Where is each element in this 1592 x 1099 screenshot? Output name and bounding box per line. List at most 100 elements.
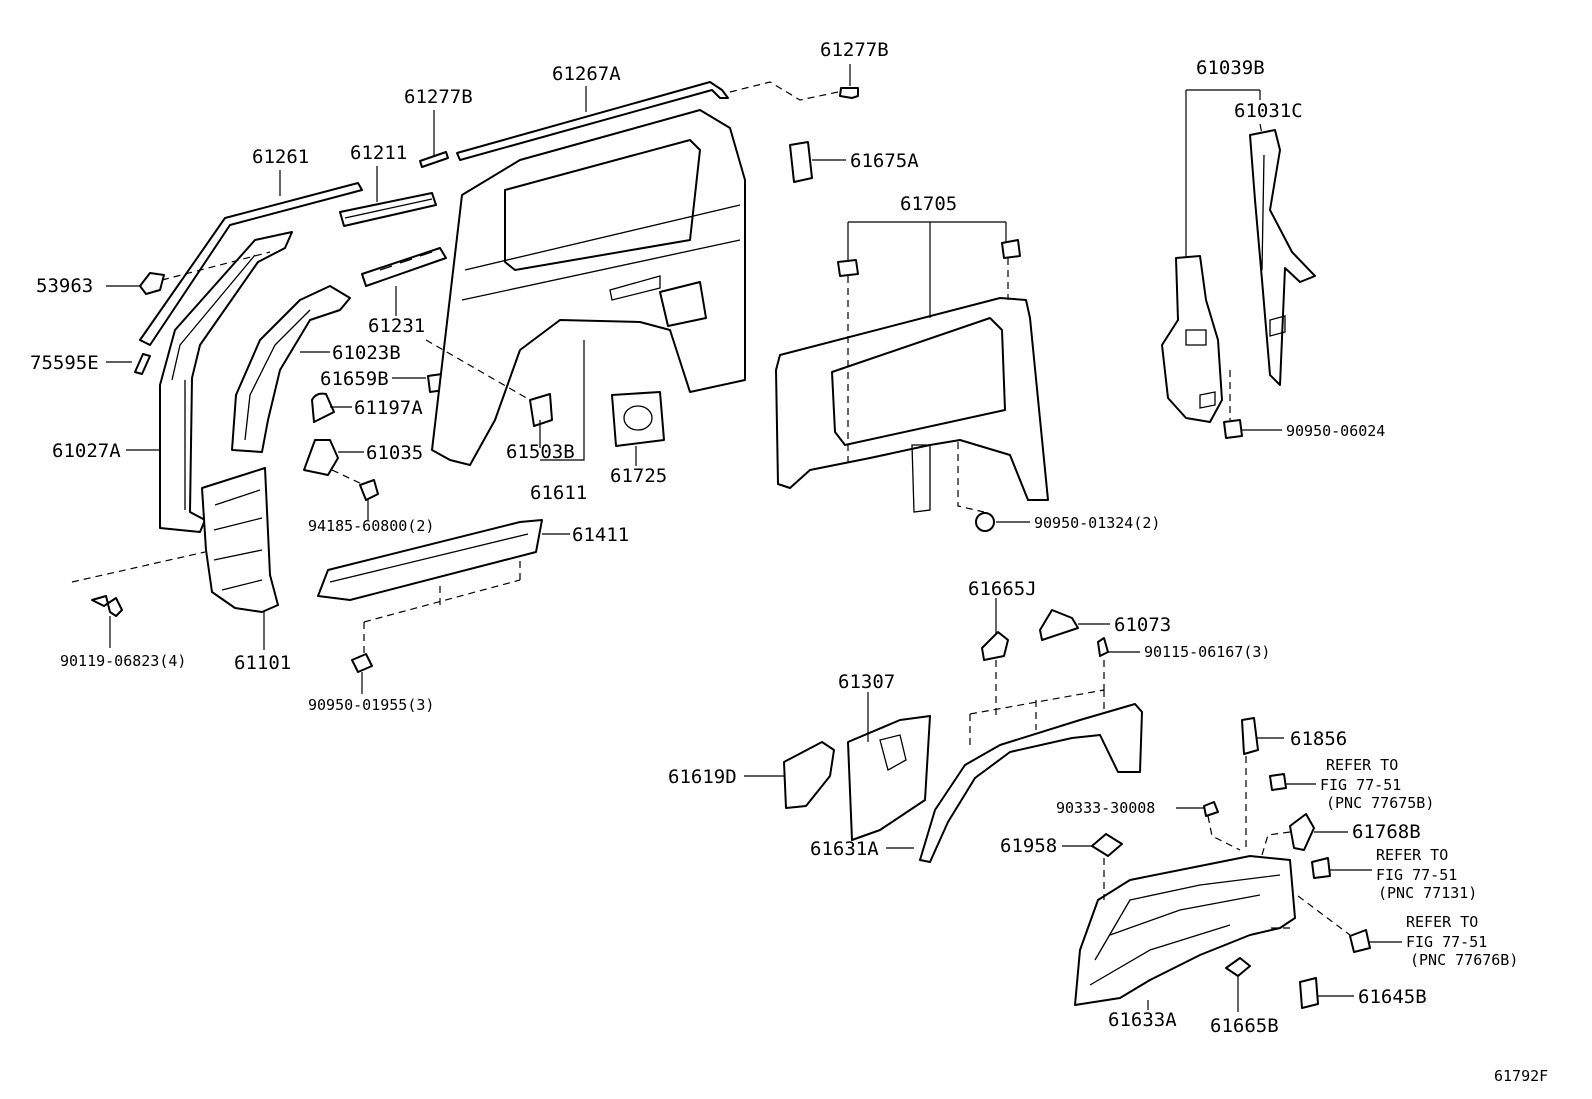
part-53963-clip xyxy=(139,272,165,295)
svg-text:REFER TO: REFER TO xyxy=(1326,756,1398,774)
part-61023B-pillar xyxy=(231,285,351,453)
label-61277B-top: 61277B xyxy=(820,39,889,61)
diagram-code: 61792F xyxy=(1494,1067,1548,1085)
label-61411: 61411 xyxy=(572,524,629,546)
svg-text:REFER TO: REFER TO xyxy=(1406,913,1478,931)
part-61073 xyxy=(1039,609,1079,641)
part-61705-window-opening xyxy=(831,317,1006,446)
label-61039B: 61039B xyxy=(1196,57,1265,79)
svg-text:FIG 77-51: FIG 77-51 xyxy=(1406,933,1487,951)
part-75595E-piece xyxy=(134,353,151,375)
label-61633A: 61633A xyxy=(1108,1009,1177,1031)
label-94185: 94185-60800(2) xyxy=(308,517,434,535)
part-61411-rocker xyxy=(317,519,543,601)
refer-note-77131: REFER TO FIG 77-51 (PNC 77131) xyxy=(1376,846,1477,902)
label-61231: 61231 xyxy=(368,315,425,337)
label-61619D: 61619D xyxy=(668,766,737,788)
part-61231-vent xyxy=(361,247,447,287)
label-61725: 61725 xyxy=(610,465,667,487)
svg-text:(PNC 77131): (PNC 77131) xyxy=(1378,884,1477,902)
part-61211-strip xyxy=(339,192,437,227)
svg-text:FIG 77-51: FIG 77-51 xyxy=(1320,776,1401,794)
part-61611-fuel-door xyxy=(659,281,707,327)
label-61705: 61705 xyxy=(900,193,957,215)
part-61675A-bracket xyxy=(789,141,813,183)
part-90333 xyxy=(1203,801,1219,817)
part-61705-clip-left xyxy=(837,259,859,277)
part-61277B-clip xyxy=(419,151,449,168)
part-61039B-pillar xyxy=(1161,255,1223,423)
part-61031C-pillar xyxy=(1249,129,1316,386)
part-61035-bracket xyxy=(303,439,339,476)
svg-text:(PNC 77676B): (PNC 77676B) xyxy=(1410,951,1518,969)
svg-text:REFER TO: REFER TO xyxy=(1376,846,1448,864)
part-61267A-rail xyxy=(456,81,729,161)
label-61503B: 61503B xyxy=(506,441,575,463)
part-61725-box xyxy=(611,391,665,447)
label-61665B: 61665B xyxy=(1210,1015,1279,1037)
label-90115: 90115-06167(3) xyxy=(1144,643,1270,661)
part-61856 xyxy=(1241,717,1259,755)
part-94185-nut xyxy=(359,479,379,501)
label-61665J: 61665J xyxy=(968,578,1037,600)
part-61503B-clip xyxy=(529,393,553,427)
refer-note-77676B: REFER TO FIG 77-51 (PNC 77676B) xyxy=(1406,913,1518,969)
leader-lines xyxy=(71,64,1402,1012)
label-90950-01955: 90950-01955(3) xyxy=(308,696,434,714)
label-61307: 61307 xyxy=(838,671,895,693)
label-61659B: 61659B xyxy=(320,368,389,390)
part-90950-01324-plug xyxy=(975,512,995,532)
label-61675A: 61675A xyxy=(850,150,919,172)
part-61307 xyxy=(847,715,931,841)
label-90333: 90333-30008 xyxy=(1056,799,1155,817)
label-61768B: 61768B xyxy=(1352,821,1421,843)
label-61645B: 61645B xyxy=(1358,986,1427,1008)
part-61611-window xyxy=(504,139,701,271)
part-61645B xyxy=(1299,977,1319,1009)
part-ref-77675B xyxy=(1269,773,1287,791)
label-53963: 53963 xyxy=(36,275,93,297)
part-labels: 61277B 61267A 61277B 61261 61211 53963 6… xyxy=(30,39,1548,1085)
part-61619D xyxy=(783,741,835,809)
label-61197A: 61197A xyxy=(354,397,423,419)
label-61031C: 61031C xyxy=(1234,100,1303,122)
part-90950-01955-grommet xyxy=(351,653,373,673)
part-61101-panel xyxy=(201,467,279,613)
label-61027A: 61027A xyxy=(52,440,121,462)
part-61261-strip xyxy=(139,182,363,346)
label-61023B: 61023B xyxy=(332,342,401,364)
part-90119-bolt xyxy=(91,595,123,617)
part-61277B-clip-top xyxy=(839,87,859,99)
svg-text:(PNC 77675B): (PNC 77675B) xyxy=(1326,794,1434,812)
label-90950-01324: 90950-01324(2) xyxy=(1034,514,1160,532)
label-61073: 61073 xyxy=(1114,614,1171,636)
label-61267A: 61267A xyxy=(552,63,621,85)
part-61633A-wheelhouse xyxy=(1074,855,1296,1006)
label-61277B: 61277B xyxy=(404,86,473,108)
label-61261: 61261 xyxy=(252,146,309,168)
part-90950-06024-plug xyxy=(1223,419,1243,439)
part-61958 xyxy=(1091,833,1123,857)
label-61958: 61958 xyxy=(1000,835,1057,857)
part-90115-screw xyxy=(1097,637,1109,657)
label-61101: 61101 xyxy=(234,652,291,674)
part-ref-77676B xyxy=(1349,929,1371,953)
label-75595E: 75595E xyxy=(30,352,99,374)
part-61665B xyxy=(1225,957,1251,977)
label-90119: 90119-06823(4) xyxy=(60,652,186,670)
part-61197A xyxy=(311,392,335,423)
svg-text:FIG 77-51: FIG 77-51 xyxy=(1376,866,1457,884)
refer-note-77675B: REFER TO FIG 77-51 (PNC 77675B) xyxy=(1320,756,1434,812)
label-61856: 61856 xyxy=(1290,728,1347,750)
part-61665J xyxy=(981,631,1009,661)
part-drawings xyxy=(91,81,1371,1009)
part-ref-77131 xyxy=(1311,857,1331,879)
label-61211: 61211 xyxy=(350,142,407,164)
part-61768B xyxy=(1289,813,1315,851)
label-90950-06024: 90950-06024 xyxy=(1286,422,1385,440)
label-61611: 61611 xyxy=(530,482,587,504)
label-61631A: 61631A xyxy=(810,838,879,860)
part-61631A-arch xyxy=(919,703,1143,863)
part-61705-clip-right xyxy=(1001,239,1021,259)
